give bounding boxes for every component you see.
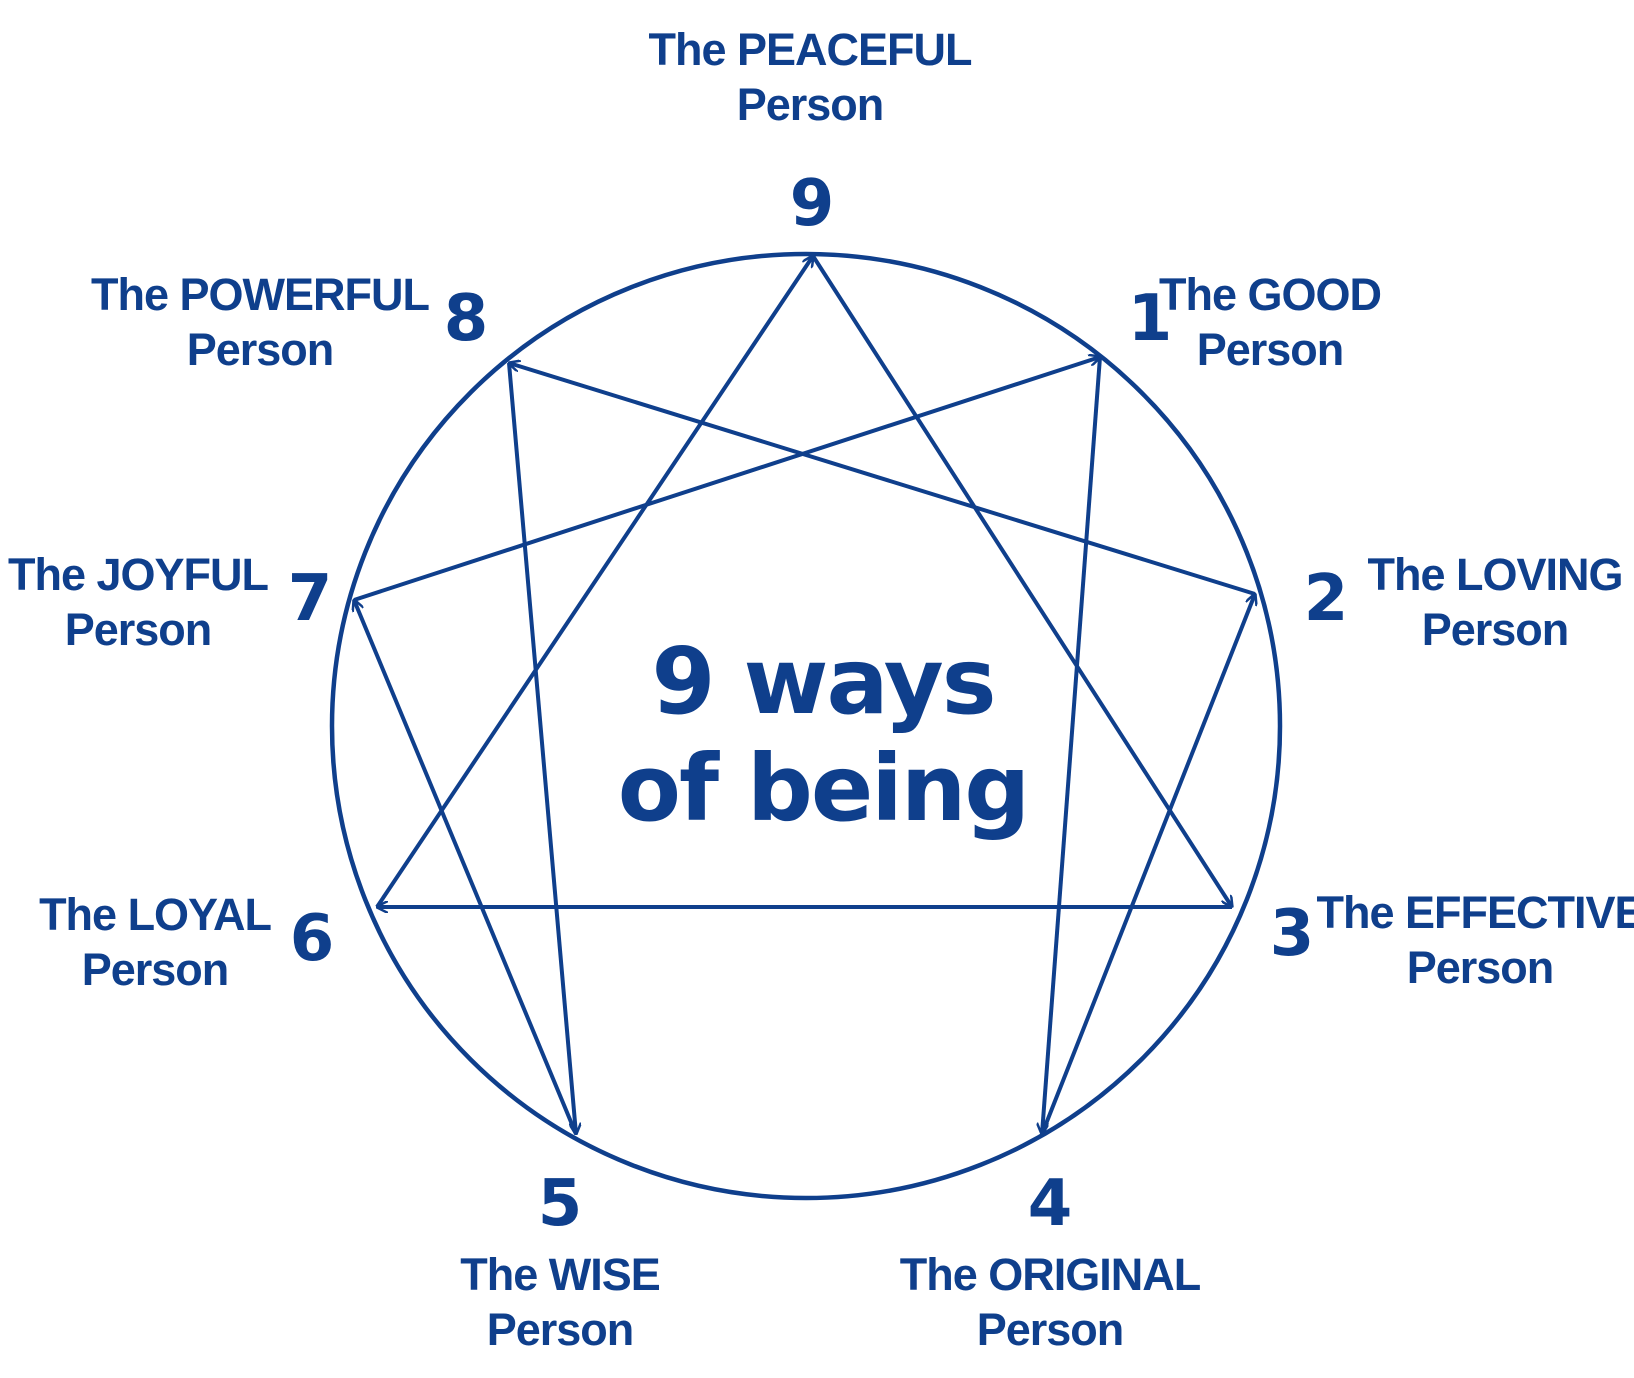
label-3-line-2: Person: [1407, 942, 1554, 993]
point-number-5: 5: [538, 1167, 583, 1241]
point-number-7: 7: [288, 562, 333, 636]
label-6-line-1: The LOYAL: [39, 889, 271, 940]
point-number-1: 1: [1128, 282, 1173, 356]
label-9-line-2: Person: [737, 79, 884, 130]
label-9-line-1: The PEACEFUL: [648, 24, 972, 75]
arrow-6-to-9: [375, 256, 813, 909]
label-4-line-2: Person: [977, 1304, 1124, 1355]
label-5-line-1: The WISE: [460, 1249, 660, 1300]
point-number-4: 4: [1028, 1167, 1073, 1241]
arrow-2-to-8: [509, 363, 1256, 596]
point-number-8: 8: [444, 282, 489, 356]
arrow-8-to-5: [507, 362, 576, 1134]
point-number-6: 6: [290, 902, 335, 976]
arrow-9-to-3: [811, 254, 1232, 907]
label-6-line-2: Person: [82, 944, 229, 995]
label-7-line-2: Person: [65, 604, 212, 655]
point-number-9: 9: [790, 167, 835, 241]
arrow-1-to-4: [1042, 356, 1102, 1134]
label-4-line-1: The ORIGINAL: [900, 1249, 1201, 1300]
label-2-line-2: Person: [1422, 604, 1569, 655]
arrow-5-to-7: [354, 600, 578, 1135]
arrow-7-to-1: [353, 357, 1100, 602]
label-1-line-2: Person: [1197, 324, 1344, 375]
point-number-3: 3: [1270, 897, 1315, 971]
point-number-2: 2: [1304, 562, 1349, 636]
label-1-line-1: The GOOD: [1159, 269, 1381, 320]
label-5-line-2: Person: [487, 1304, 634, 1355]
label-8-line-1: The POWERFUL: [91, 269, 429, 320]
label-7-line-1: The JOYFUL: [8, 549, 269, 600]
label-3-line-1: The EFFECTIVE: [1316, 887, 1634, 938]
arrow-layer: [354, 256, 1255, 1134]
label-2-line-1: The LOVING: [1367, 549, 1622, 600]
center-title-line-1: 9 ways: [651, 628, 994, 735]
arrow-4-to-2: [1040, 594, 1255, 1135]
label-8-line-2: Person: [187, 324, 334, 375]
center-title-line-2: of being: [618, 735, 1028, 842]
